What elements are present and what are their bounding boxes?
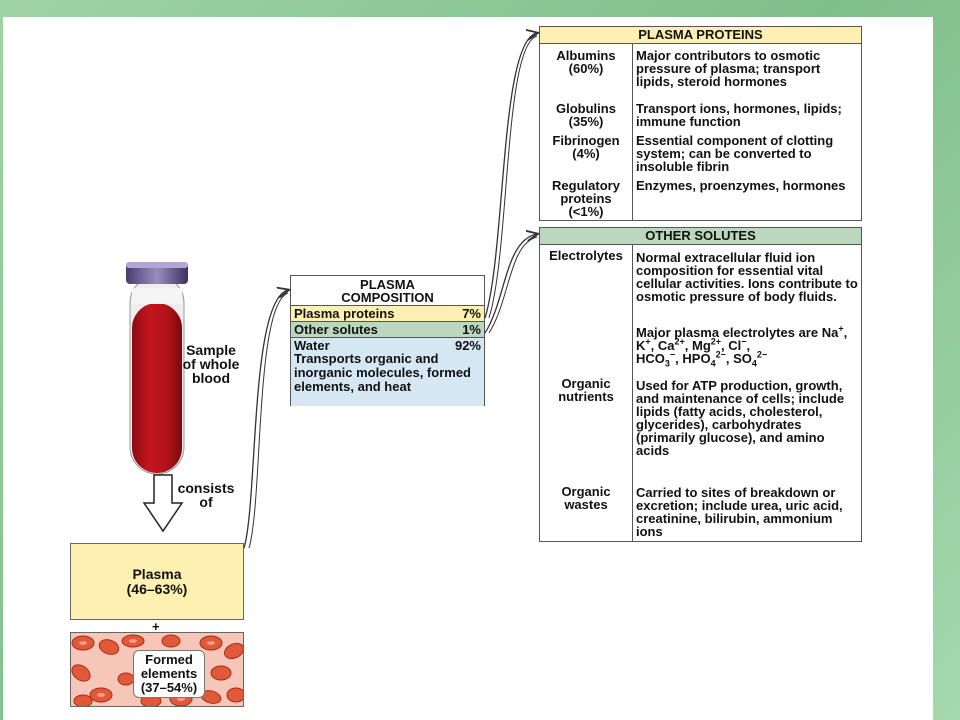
solute-desc: Used for ATP production, growth, and mai… [636,378,845,458]
tube-label: Sample of whole blood [182,342,240,386]
plasma-range: (46–63%) [126,580,188,597]
formed-elements-label: Formed elements (37–54%) [133,650,205,698]
protein-desc: Essential component of clotting system; … [636,133,834,174]
protein-name: Globulins(35%) [556,101,616,129]
blood-tube-illustration [126,262,188,475]
plasma-box: Plasma (46–63%) [70,543,244,620]
protein-name: Regulatory proteins(<1%) [552,178,620,219]
arrow-proteins-to-table [484,33,537,319]
other-solutes-table: OTHER SOLUTES Electrolytes Normal extrac… [539,227,862,542]
solute-name: Organic nutrients [558,376,614,404]
plasma-proteins-title: PLASMA PROTEINS [540,27,861,44]
plasma-name: Plasma [132,565,182,582]
protein-name: Albumins(60%) [556,48,616,76]
protein-name: Fibrinogen(4%) [552,133,620,161]
formed-elements-box: Formed elements (37–54%) [70,632,244,707]
arrow-plasma-to-composition [243,290,288,549]
plus-sign: + [152,619,160,634]
other-solutes-title: OTHER SOLUTES [540,228,861,245]
electrolytes-list: Major plasma electrolytes are Na+, K+, C… [636,323,848,369]
arrow-solutes-to-table [484,234,537,334]
protein-desc: Transport ions, hormones, lipids; immune… [636,101,842,129]
protein-desc: Enzymes, proenzymes, hormones [636,178,846,193]
consists-of-label: consists of [177,480,235,510]
solute-name: Organic wastes [561,484,611,512]
composition-title: PLASMA COMPOSITION [341,277,434,305]
solute-name: Electrolytes [549,248,623,263]
solute-desc: Carried to sites of breakdown or excreti… [636,485,843,539]
water-description: Transports organic and inorganic molecul… [294,351,471,394]
down-arrow-icon [142,474,184,533]
plasma-proteins-table: PLASMA PROTEINS Albumins(60%) Major cont… [539,26,862,221]
protein-desc: Major contributors to osmotic pressure o… [636,48,821,89]
solute-desc: Normal extracellular fluid ion compositi… [636,250,858,304]
